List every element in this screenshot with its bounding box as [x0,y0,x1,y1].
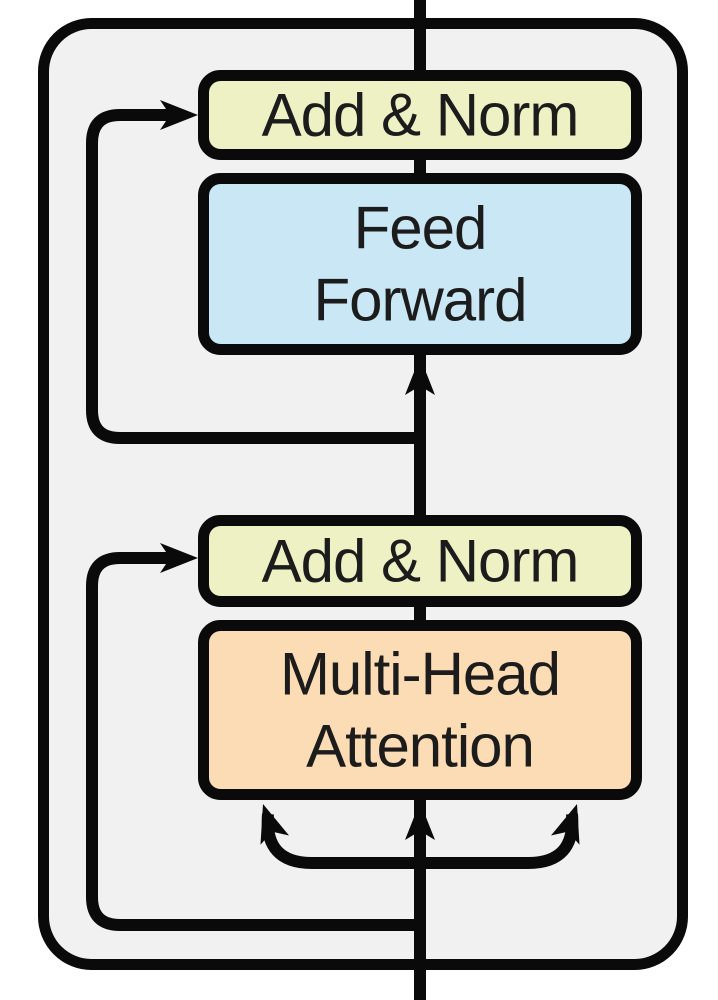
multi-head-attention-box [198,620,642,800]
residual-connection-lower [86,552,420,931]
arrowhead-into-feed-forward [405,357,435,395]
residual-connection-upper [86,109,420,444]
arrowhead-into-mha-right [550,804,580,845]
multi-head-attention-label-line2: Attention [306,713,534,780]
feed-forward-label-line2: Forward [313,267,526,334]
arrowhead-into-mha-center [405,802,435,840]
arrowhead-into-mha-left [260,804,290,845]
feed-forward-box [198,173,642,355]
multi-head-attention-label-line1: Multi-Head [280,641,560,708]
add-norm-top-box [198,70,642,160]
arrowhead-into-add-norm-top [160,100,198,130]
add-norm-top-label: Add & Norm [262,82,579,149]
encoder-block-container [38,18,688,970]
arrowhead-into-add-norm-bottom [160,543,198,573]
add-norm-bottom-box [198,515,642,607]
feed-forward-label-line1: Feed [354,195,487,262]
add-norm-bottom-label: Add & Norm [262,528,579,595]
